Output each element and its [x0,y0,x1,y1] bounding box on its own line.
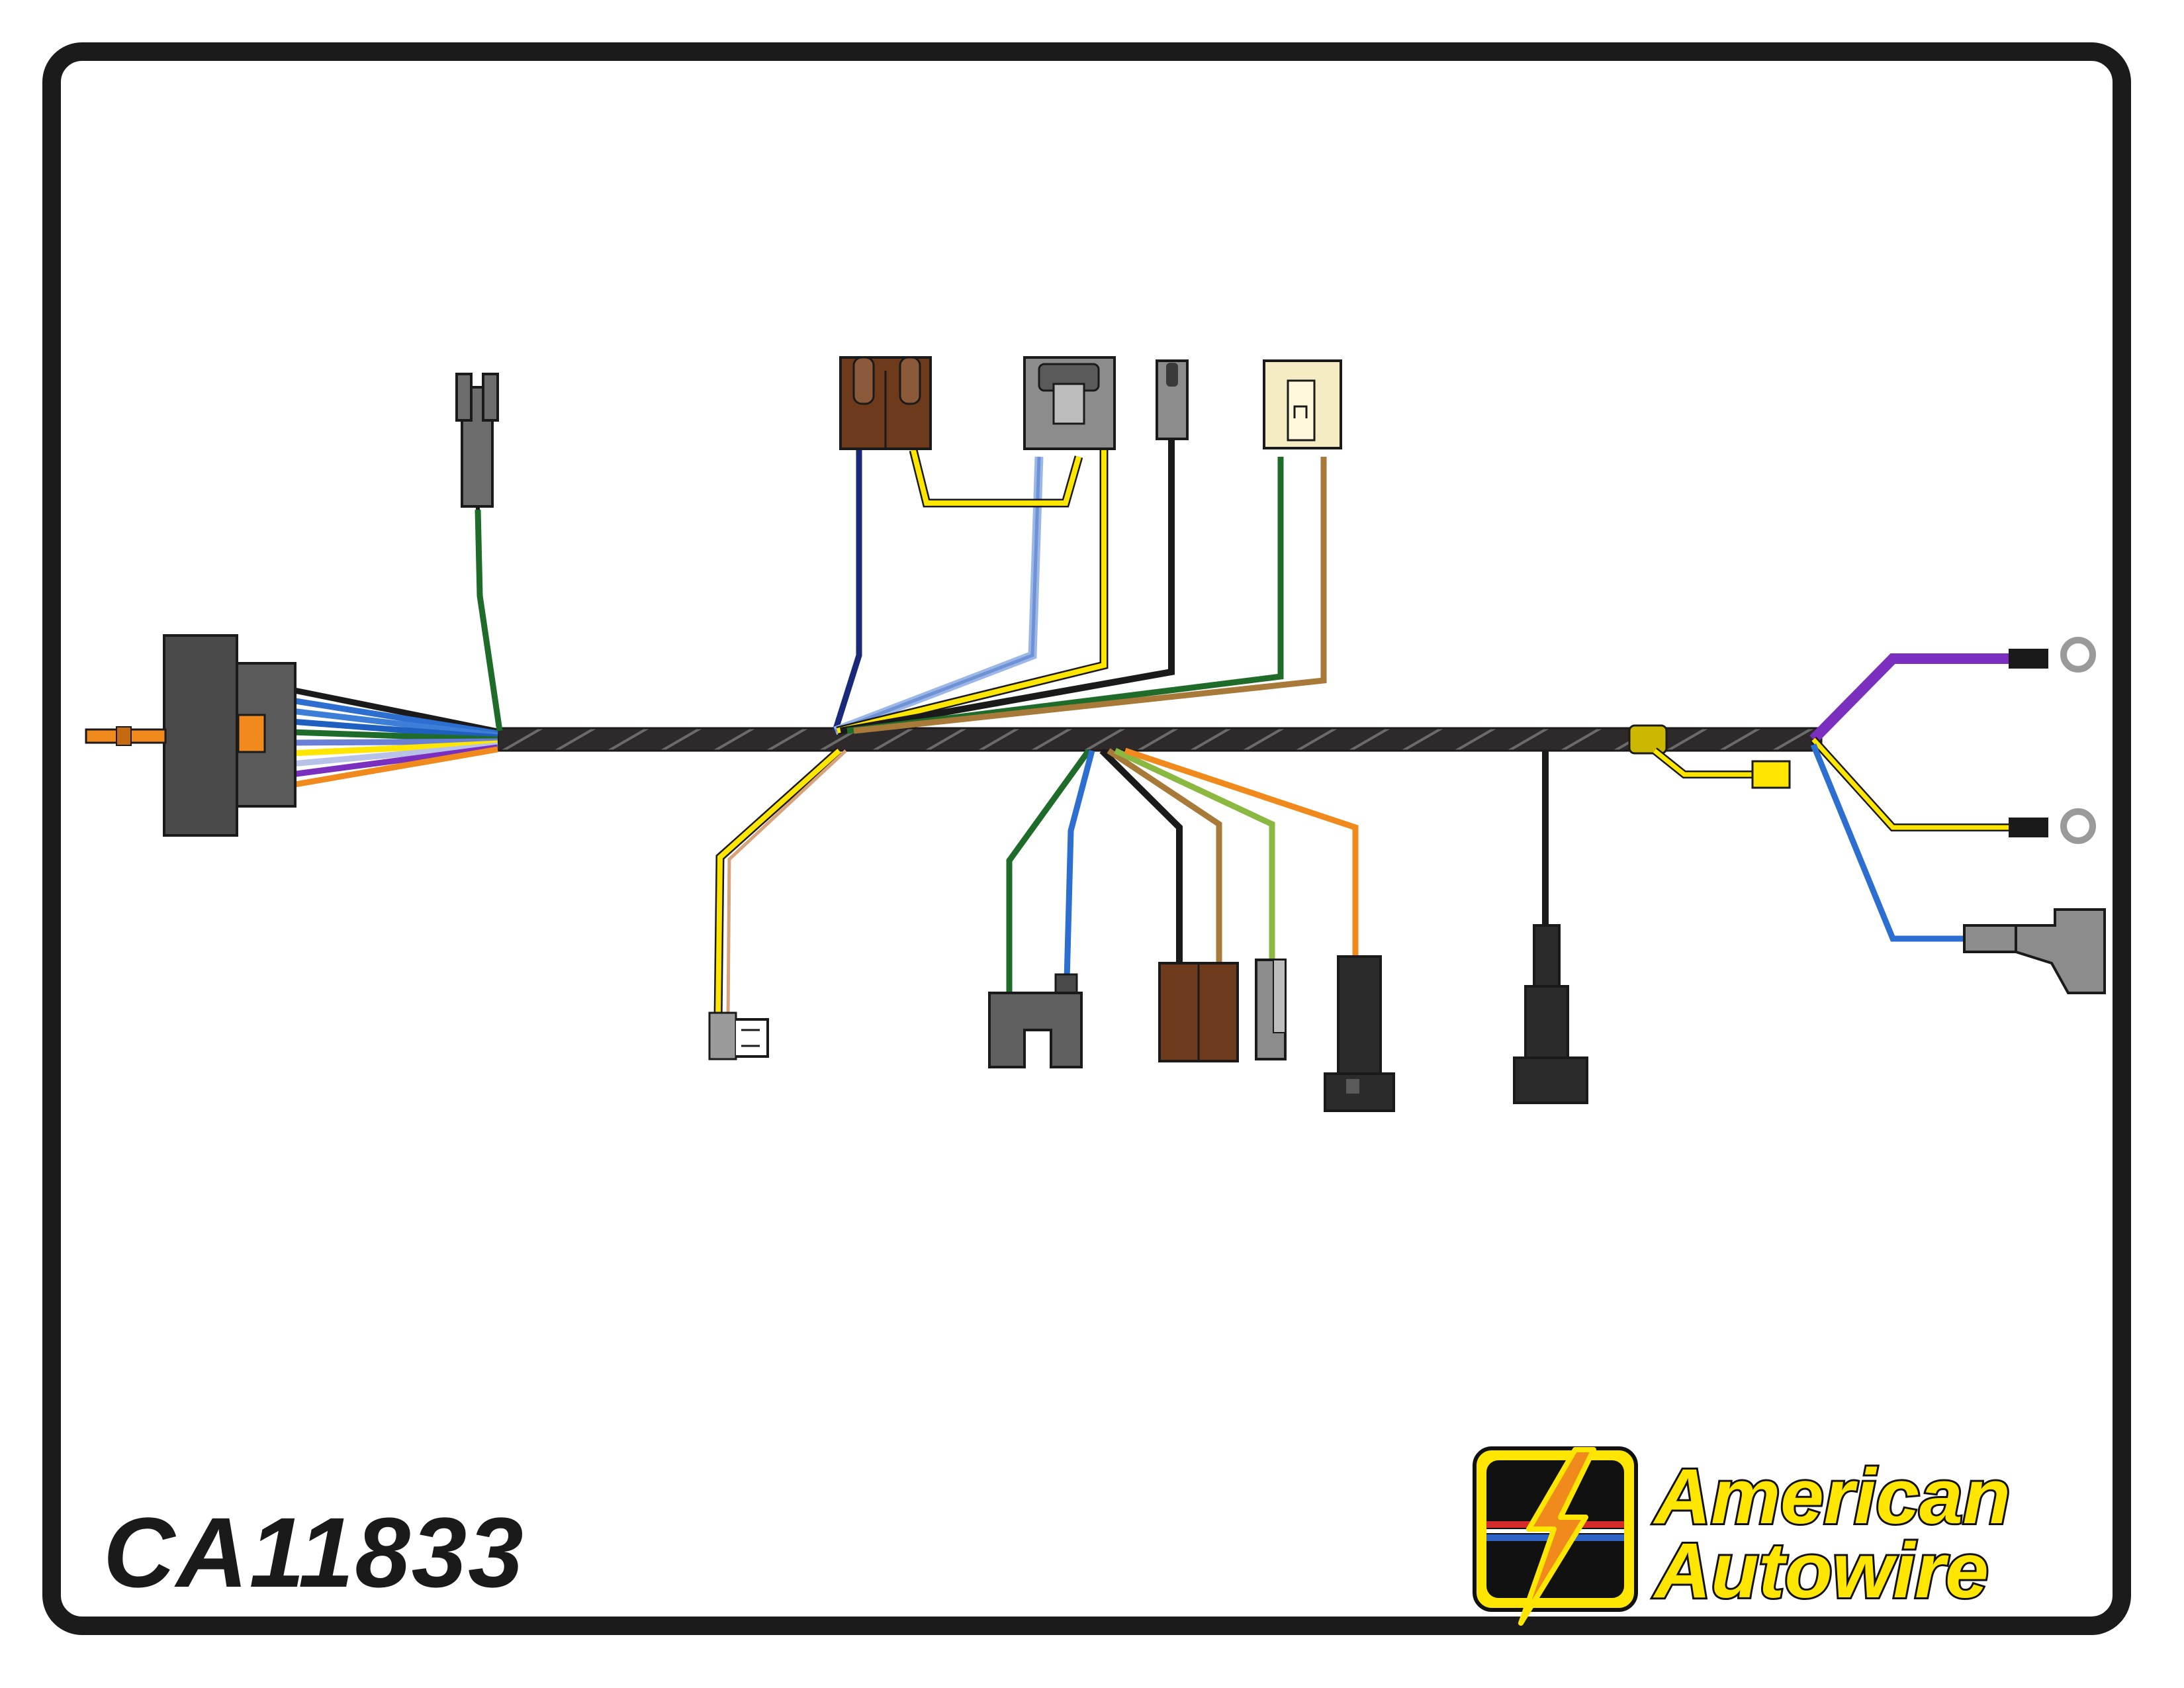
bulkhead-connector-group [85,634,498,837]
right-fanout-wires [1809,653,2012,942]
brand-line-1: American [1653,1453,2013,1540]
gray-blade-terminal [1255,959,1287,1060]
brown-two-pin-connector [839,356,932,450]
black-bulb-socket [1513,924,1588,1104]
gray-single-pin-connector [1156,359,1189,440]
diagram-frame [42,42,2131,1635]
cream-connector [1263,359,1342,449]
gray-bullet-connector [1963,908,2106,994]
top-branch-wires [832,437,1327,735]
lightning-bolt-icon [1518,1447,1596,1626]
yellow-splice-group [1628,724,1791,789]
ground-terminal [708,1011,737,1060]
harness-trunk [496,727,1823,752]
brand-name: American Autowire [1653,1453,2013,1615]
brown-square-connector [1158,962,1239,1062]
gray-spade-plug-group [455,373,503,731]
gray-two-pin-connector [1023,356,1116,450]
ring-terminal-purple [2009,637,2096,673]
lower-branch-wires [1006,747,1549,993]
black-bulb-socket-orange [1324,955,1395,1112]
ground-terminal-group [708,747,847,1060]
bulkhead-connector [163,634,238,837]
gray-clip-connector [988,973,1083,1068]
ring-terminal-yellow [2009,808,2096,844]
part-number: CA11833 [103,1497,525,1608]
american-autowire-logo [1473,1446,1638,1626]
brand-line-2: Autowire [1653,1527,1991,1615]
